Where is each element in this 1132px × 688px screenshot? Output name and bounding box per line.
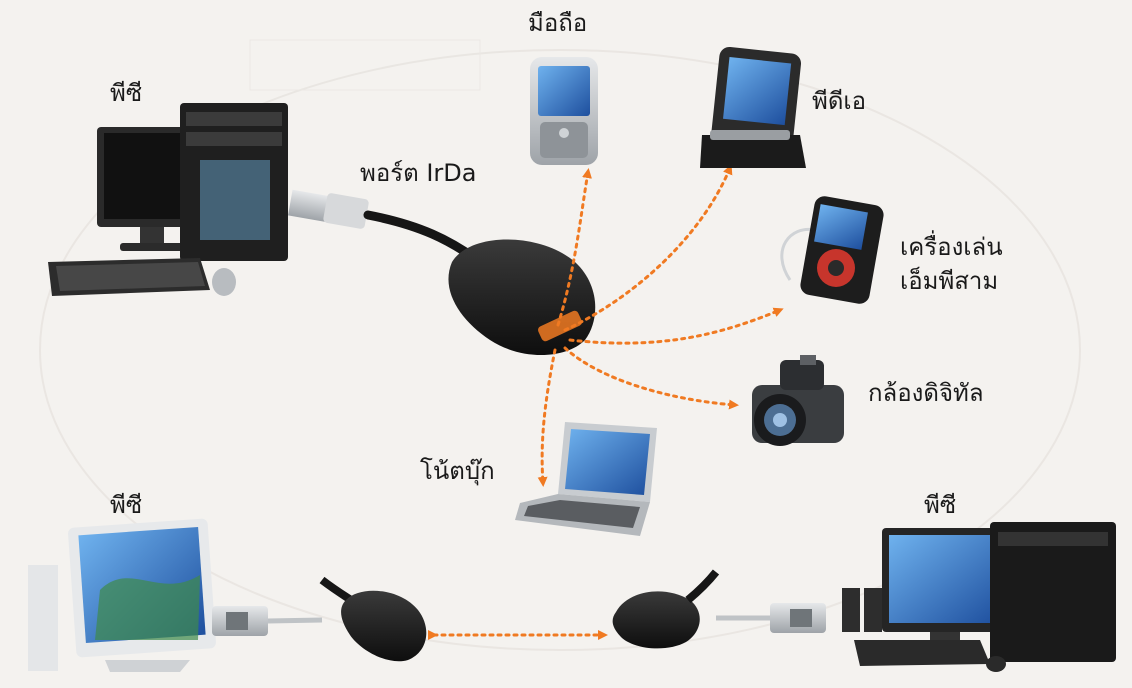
irda-adapter-icon — [341, 590, 427, 662]
label-irda-port: พอร์ต IrDa — [360, 159, 477, 187]
label-digital-camera: กล้องดิจิทัล — [868, 379, 984, 407]
label-pda: พีดีเอ — [812, 87, 867, 115]
desktop-pc-icon — [28, 518, 216, 672]
desktop-pc-icon — [842, 522, 1116, 672]
arrow-to-mp3 — [568, 307, 784, 345]
ir-signal-arrows — [428, 164, 784, 640]
usb-plug-icon — [716, 603, 826, 633]
usb-plug-icon — [212, 606, 323, 636]
background-decoration — [39, 39, 1081, 651]
adapter-cable — [685, 569, 720, 604]
label-notebook: โน้ตบุ๊ก — [420, 457, 495, 485]
desktop-pc-icon — [48, 103, 288, 296]
irda-adapter-icon — [612, 591, 700, 649]
arrow-to-pda — [563, 164, 733, 332]
arrow-to-camera — [563, 346, 739, 410]
usb-plug-icon — [288, 189, 369, 229]
mp3-player-icon — [780, 196, 884, 304]
label-pc-bottom-left: พีซี — [110, 491, 143, 519]
arrow-to-notebook — [537, 348, 557, 487]
label-mobile-phone: มือถือ — [528, 9, 588, 37]
arrow-to-mobile — [556, 168, 592, 327]
pda-icon — [700, 46, 806, 168]
notebook-icon — [515, 422, 657, 536]
irda-adapter-icon — [448, 239, 596, 355]
label-mp3-player-line1: เครื่องเล่น — [900, 233, 1003, 261]
label-pc-top-left: พีซี — [110, 79, 143, 107]
label-pc-bottom-right: พีซี — [924, 491, 957, 519]
mobile-phone-icon — [530, 57, 598, 165]
label-mp3-player-line2: เอ็มพีสาม — [900, 267, 999, 295]
digital-camera-icon — [752, 355, 844, 446]
